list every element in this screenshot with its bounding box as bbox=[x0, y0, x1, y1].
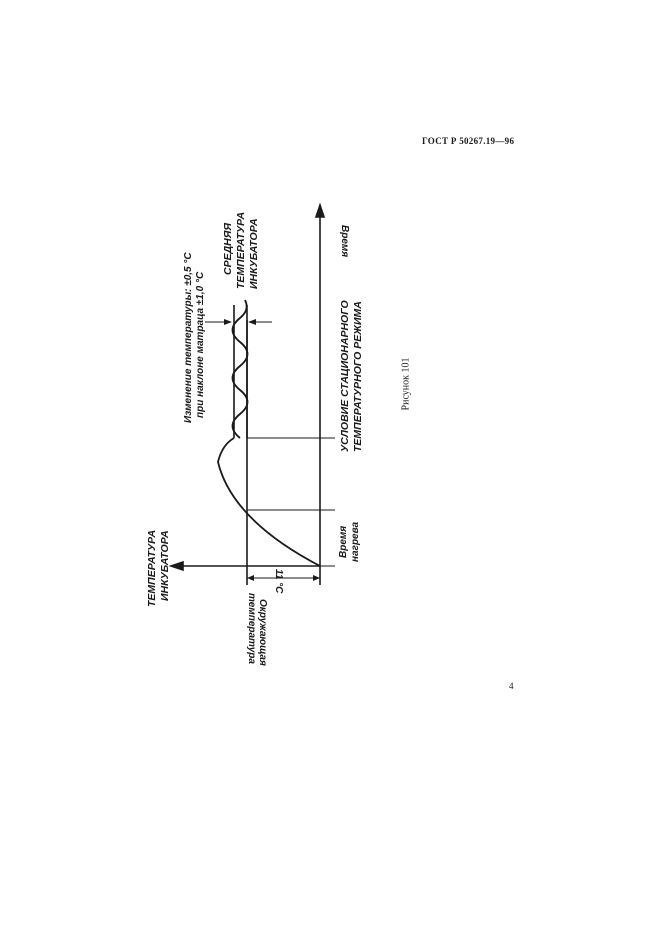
warmup-curve bbox=[217, 437, 321, 567]
avg-temp-label-3: ИНКУБАТОРА bbox=[248, 218, 260, 289]
avg-temp-label-1: СРЕДНЯЯ bbox=[222, 223, 234, 275]
ambient-temp-label-2: температура bbox=[246, 593, 257, 664]
temperature-oscillation bbox=[231, 299, 249, 439]
warmup-time-label-2: нагрева bbox=[350, 521, 361, 562]
warmup-time-label-1: Время bbox=[338, 526, 349, 558]
temp-axis-label-2: ИНКУБАТОРА bbox=[159, 530, 171, 601]
temperature-axis-arrow bbox=[168, 560, 184, 572]
temp-axis-label-1: ТЕМПЕРАТУРА bbox=[146, 530, 158, 607]
variation-label-2: при наклоне матраца ±1,0 °С bbox=[195, 271, 206, 418]
page-number: 4 bbox=[509, 681, 514, 691]
figure-caption: Рисунок 101 bbox=[400, 357, 412, 411]
ambient-temp-label-1: Окружающая bbox=[257, 599, 268, 666]
steady-state-label-1: УСЛОВИЕ СТАЦИОНАРНОГО bbox=[339, 300, 351, 452]
variation-label-1: Изменение температуры: ±0,5 °С bbox=[183, 252, 194, 423]
delta-label: 11 °С bbox=[273, 569, 284, 594]
time-axis-arrow bbox=[314, 202, 326, 218]
avg-temp-label-2: ТЕМПЕРАТУРА bbox=[235, 212, 247, 289]
standard-number: ГОСТ Р 50267.19—96 bbox=[422, 136, 515, 146]
steady-state-label-2: ТЕМПЕРАТУРНОГО РЕЖИМА bbox=[352, 301, 364, 452]
time-axis-label: Время bbox=[339, 225, 350, 257]
